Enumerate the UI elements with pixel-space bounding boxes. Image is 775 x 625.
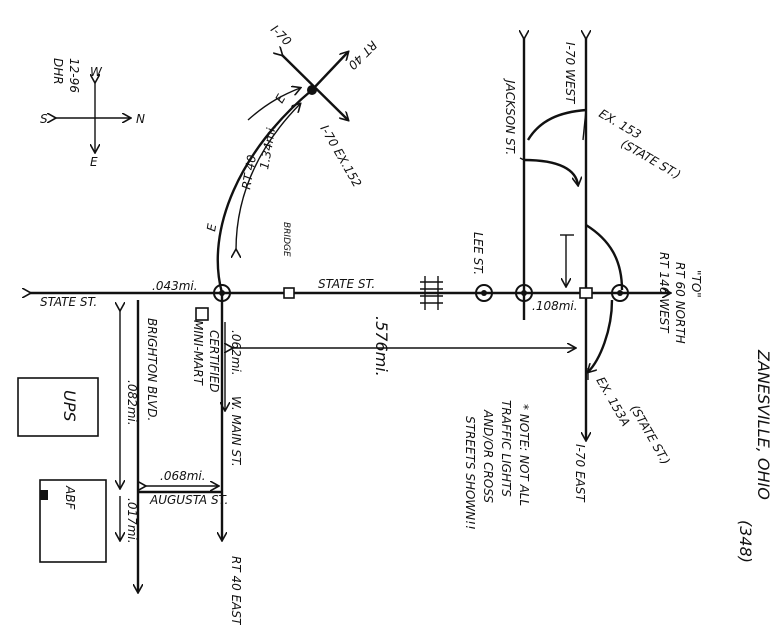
jackson-st-label: JACKSON ST. (503, 78, 517, 155)
distance-017: .017mi. (125, 498, 139, 544)
distance-134: 1.34mi. (257, 123, 279, 170)
bridge-icon (283, 287, 295, 299)
compass-rose: N S W E (40, 65, 145, 169)
rt40-upper-road (311, 52, 348, 91)
mini-mart-label: MINI-MART (191, 320, 205, 387)
rt40-arc-e1: E (204, 222, 219, 232)
rt40-arc-road (216, 89, 313, 294)
ups-label: UPS (60, 390, 79, 422)
rt40-upper-label: RT 40 (345, 38, 380, 73)
ramp-ex153 (526, 108, 587, 141)
compass-east: E (90, 155, 98, 169)
i70-ex152-label: I-70 EX.152 (317, 123, 364, 190)
note-line4: STREETS SHOWN!! (463, 416, 477, 530)
ex153a-sub-label: (STATE ST.) (627, 403, 672, 468)
author-date: 12-96 (67, 58, 81, 93)
compass-north: N (136, 112, 145, 126)
ex153a-label: EX. 153A (593, 375, 632, 429)
ex153-sub-label: (STATE ST.) (619, 136, 684, 181)
w-main-st-label: W. MAIN ST. (229, 396, 243, 467)
i70-west-label: I-70 WEST (563, 42, 577, 105)
distance-068: .068mi. (160, 469, 206, 483)
certified-label: CERTIFIED (207, 330, 221, 392)
distance-043: .043mi. (152, 279, 198, 293)
i70-east-label: I-70 EAST (573, 444, 587, 503)
rt40-arc-label: RT 40 (239, 154, 259, 191)
distance-082: .082mi. (125, 380, 139, 426)
distance-576: .576mi. (372, 316, 391, 377)
page-number: (348) (736, 520, 755, 563)
compass-south: S (40, 112, 48, 126)
augusta-st-label: AUGUSTA ST. (149, 493, 228, 507)
map-title: ZANESVILLE, OHIO (754, 349, 773, 500)
rt146-west-label: RT 146 WEST (657, 252, 671, 334)
bridge-label: BRIDGE (281, 222, 291, 257)
compass-west: W (90, 65, 103, 79)
note-line1: * NOTE: NOT ALL (517, 404, 531, 506)
ex153-label: EX. 153 (597, 106, 644, 141)
i70-upper-label: I-70 (268, 22, 295, 49)
brighton-blvd-label: BRIGHTON BLVD. (145, 318, 159, 421)
author-initials: DHR (51, 58, 65, 85)
distance-062: .062mi. (229, 330, 243, 376)
state-st-mid-label: STATE ST. (318, 277, 375, 291)
rt40-east-label: RT 40 EAST (229, 556, 243, 625)
ups-box (17, 377, 99, 437)
lee-st-label: LEE ST. (471, 232, 485, 275)
mini-mart-icon (195, 307, 209, 321)
to-label: "TO" (689, 270, 703, 298)
state-st-west-label: STATE ST. (40, 295, 97, 309)
rt60-north-label: RT 60 NORTH (673, 262, 687, 344)
abf-label: ABF (63, 485, 77, 510)
abf-box (39, 479, 107, 563)
distance-108: .108mi. (532, 299, 578, 313)
note-line2: TRAFFIC LIGHTS (499, 400, 513, 497)
railroad-tracks (420, 276, 443, 310)
traffic-light-icon (213, 284, 629, 302)
note-line3: AND/OR CROSS (481, 409, 495, 503)
